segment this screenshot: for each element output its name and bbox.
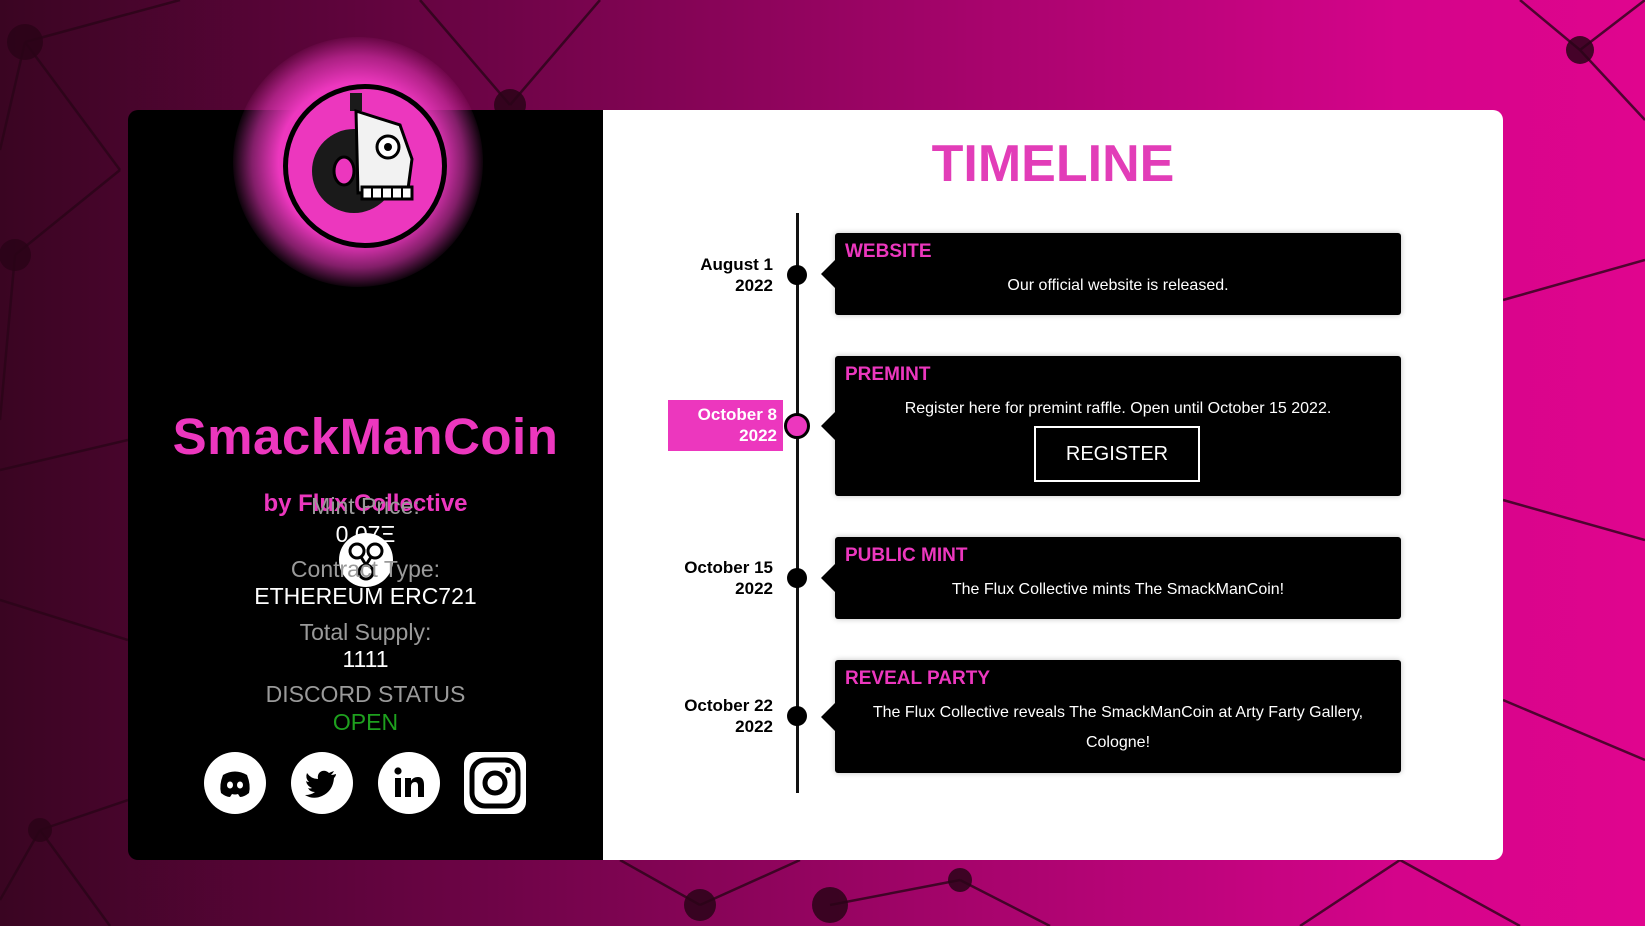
mint-price-value: 0.07Ξ	[335, 521, 396, 547]
timeline-axis	[796, 213, 799, 793]
timeline-dot	[787, 706, 807, 726]
timeline-dot-active	[784, 413, 810, 439]
timeline-title: TIMELINE	[931, 135, 1175, 193]
event-description: Our official website is released.	[1007, 277, 1229, 294]
discord-status-value: OPEN	[332, 709, 399, 735]
instagram-icon	[469, 757, 521, 809]
register-button[interactable]: REGISTER	[1034, 426, 1200, 482]
event-heading: WEBSITE	[845, 241, 932, 262]
timeline-date-active: October 8 2022	[668, 400, 783, 451]
event-description: Register here for premint raffle. Open u…	[904, 400, 1332, 417]
timeline-dot	[787, 265, 807, 285]
timeline-event-public-mint: PUBLIC MINT The Flux Collective mints Th…	[821, 537, 1401, 619]
project-info-panel: SmackManCoin by Flux Collective Mint Pri…	[128, 110, 603, 860]
timeline-date: October 22 2022	[684, 696, 773, 736]
linkedin-icon	[394, 767, 424, 797]
social-links	[128, 752, 603, 816]
project-byline: by Flux Collective	[263, 490, 468, 517]
event-heading: PREMINT	[845, 364, 931, 385]
discord-status-label: DISCORD STATUS	[265, 681, 466, 707]
total-supply-value: 1111	[342, 646, 389, 672]
event-heading: PUBLIC MINT	[845, 545, 968, 566]
main-card: SmackManCoin by Flux Collective Mint Pri…	[128, 110, 1503, 860]
contract-type-value: ETHEREUM ERC721	[254, 583, 477, 609]
skull-face-icon	[312, 93, 414, 213]
linkedin-link[interactable]	[378, 752, 440, 814]
timeline-date: October 15 2022	[684, 558, 773, 598]
mint-price-label: Mint Price:	[311, 493, 420, 519]
timeline-panel: TIMELINE August 1 2022 WEBSITE Our offic…	[603, 110, 1503, 860]
discord-icon	[220, 771, 250, 797]
flux-collective-icon	[336, 530, 396, 590]
timeline-dot	[787, 568, 807, 588]
twitter-icon	[305, 770, 336, 798]
total-supply-label: Total Supply:	[299, 619, 432, 645]
timeline-event-reveal-party: REVEAL PARTY The Flux Collective reveals…	[821, 660, 1401, 773]
timeline-event-premint: PREMINT Register here for premint raffle…	[821, 356, 1401, 496]
instagram-link[interactable]	[464, 752, 526, 814]
timeline-date: August 1 2022	[700, 255, 773, 295]
event-description: The Flux Collective reveals The SmackMan…	[872, 704, 1364, 751]
twitter-link[interactable]	[291, 752, 353, 814]
event-description: The Flux Collective mints The SmackManCo…	[951, 581, 1285, 598]
contract-type-label: Contract Type:	[290, 556, 441, 582]
project-title: SmackManCoin	[172, 408, 559, 465]
event-heading: REVEAL PARTY	[845, 668, 990, 689]
smackman-logo	[283, 84, 447, 248]
timeline-event-website: WEBSITE Our official website is released…	[821, 233, 1401, 315]
discord-link[interactable]	[204, 752, 266, 814]
